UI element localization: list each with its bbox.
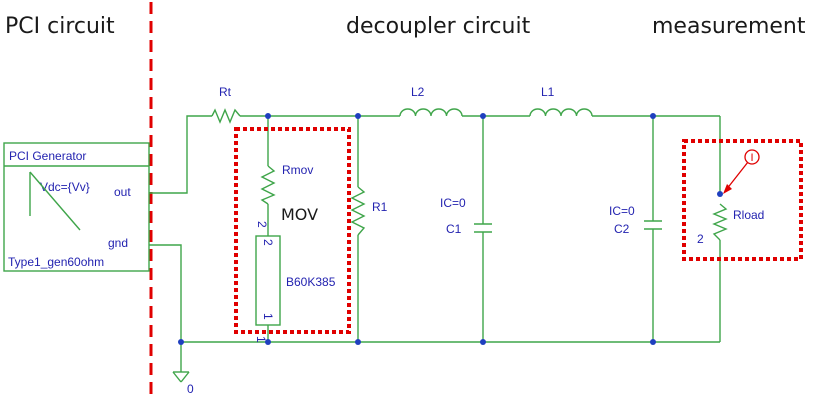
inductor-l1-label: L1 bbox=[541, 85, 555, 99]
current-probe-icon bbox=[744, 149, 760, 165]
capacitor-c1-label: C1 bbox=[446, 222, 462, 236]
resistor-rt-label: Rt bbox=[219, 85, 232, 99]
generator-title: PCI Generator bbox=[9, 149, 86, 163]
generator-param: Vdc={Vv} bbox=[40, 180, 90, 194]
ground-symbol-left bbox=[172, 371, 182, 383]
resistor-rmov[interactable]: Rmov 2 bbox=[255, 163, 313, 228]
resistor-rload-label: Rload bbox=[733, 208, 764, 222]
node-dot bbox=[650, 339, 656, 345]
circuit-wires bbox=[149, 115, 721, 372]
current-probe[interactable]: I bbox=[723, 149, 760, 194]
ground-symbol: 0 bbox=[172, 371, 194, 396]
node-dot bbox=[178, 339, 184, 345]
capacitor-c1[interactable]: IC=0 C1 bbox=[440, 196, 492, 236]
inductor-l2-label: L2 bbox=[411, 85, 425, 99]
mov-body bbox=[255, 235, 281, 326]
resistor-rmov-symbol bbox=[260, 165, 276, 205]
generator-out-label: out bbox=[114, 185, 131, 199]
highlight-box-measurement bbox=[682, 139, 803, 261]
resistor-r1-symbol bbox=[350, 186, 366, 236]
mov-part-label: B60K385 bbox=[286, 275, 336, 289]
mov-pin-1: 1 bbox=[261, 313, 275, 320]
resistor-rload-symbol bbox=[712, 203, 728, 241]
mov-pin-2: 2 bbox=[261, 239, 275, 246]
node-dot bbox=[480, 113, 486, 119]
capacitor-c2[interactable]: IC=0 C2 bbox=[609, 204, 662, 236]
resistor-r1[interactable]: R1 bbox=[350, 186, 388, 236]
capacitor-c1-ic: IC=0 bbox=[440, 196, 466, 210]
resistor-rload-pin: 2 bbox=[697, 232, 704, 246]
generator-symbol-diagonal bbox=[29, 171, 81, 231]
mov-node-pin: 1 bbox=[254, 336, 268, 343]
node-dot bbox=[480, 339, 486, 345]
mov-label: MOV bbox=[281, 205, 318, 224]
capacitor-c2-label: C2 bbox=[614, 222, 630, 236]
ground-symbol-right bbox=[180, 371, 190, 383]
generator-model-label: Type1_gen60ohm bbox=[8, 255, 104, 269]
generator-outline bbox=[3, 142, 150, 272]
inductor-l1[interactable]: L1 bbox=[529, 85, 593, 117]
current-probe-label: I bbox=[750, 152, 753, 164]
node-dot bbox=[265, 339, 271, 345]
node-dot bbox=[355, 339, 361, 345]
current-probe-arrow-line bbox=[725, 161, 749, 191]
resistor-rt-symbol bbox=[211, 108, 241, 124]
node-dot bbox=[650, 113, 656, 119]
node-dot bbox=[717, 191, 723, 197]
node-dot bbox=[355, 113, 361, 119]
section-title-decoupler: decoupler circuit bbox=[346, 14, 531, 39]
pci-generator-block[interactable]: PCI Generator Vdc={Vv} out gnd Type1_gen… bbox=[3, 142, 150, 272]
section-title-measurement: measurement bbox=[652, 14, 806, 39]
mov-varistor[interactable]: 2 1 MOV B60K385 1 bbox=[254, 205, 336, 343]
inductor-l2-symbol bbox=[399, 108, 463, 117]
inductor-l1-symbol bbox=[529, 108, 593, 117]
resistor-rmov-label: Rmov bbox=[282, 163, 313, 177]
ground-label: 0 bbox=[187, 382, 194, 396]
inductor-l2[interactable]: L2 bbox=[399, 85, 463, 117]
resistor-rt[interactable]: Rt bbox=[211, 85, 241, 124]
node-dot bbox=[265, 113, 271, 119]
highlight-box-mov bbox=[234, 127, 351, 334]
wire-out-to-rt bbox=[149, 115, 212, 194]
resistor-rload[interactable]: Rload 2 bbox=[697, 203, 764, 246]
capacitor-c2-ic: IC=0 bbox=[609, 204, 635, 218]
current-probe-arrowhead bbox=[723, 184, 732, 194]
generator-gnd-label: gnd bbox=[108, 236, 128, 250]
node-dots bbox=[178, 113, 723, 345]
wire-gnd-to-rail bbox=[149, 244, 182, 342]
resistor-rmov-pin: 2 bbox=[255, 221, 269, 228]
section-title-pci: PCI circuit bbox=[5, 14, 115, 39]
resistor-r1-label: R1 bbox=[372, 200, 388, 214]
